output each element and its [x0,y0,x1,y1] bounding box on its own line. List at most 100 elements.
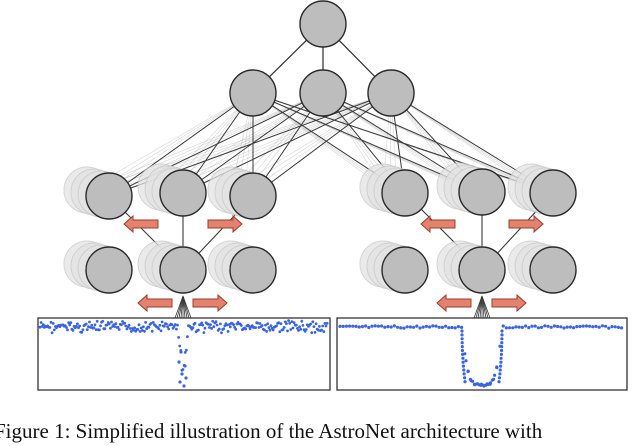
local-signal-point [524,324,528,328]
global-signal-point [322,330,326,333]
local-signal-point [552,324,557,328]
global-signal-point [267,326,271,329]
local-signal-point [517,325,521,329]
ghost-edge-5-0-2 [390,92,532,188]
local-signal-point [499,352,503,356]
global-signal-point [107,322,111,326]
global-signal-point [81,328,85,332]
global-signal-point [76,322,79,326]
local-signal-point [500,345,504,349]
global-signal-point [176,323,179,327]
global-signal-point [93,323,97,327]
local-signal-point [341,324,345,328]
global-signal-point [265,330,268,333]
local-signal-point [466,369,470,373]
global-signal-point [290,320,294,323]
ghost-edge-0-0-1 [86,92,324,191]
global-signal-point [209,323,212,327]
global-signal-point [52,328,56,332]
local-signal-point [399,326,403,330]
local-signal-point [461,352,465,356]
global-signal-point [260,324,264,327]
edge-input-fan-1-8 [481,295,491,319]
local-signal-point [511,326,515,330]
local-signal-point [402,326,406,330]
slide-right-arrow-icon [207,214,243,234]
local-signal-point [461,364,465,368]
output-neuron [299,0,347,48]
global-signal-point [180,372,184,376]
local-signal-point [424,324,428,328]
local-signal-point [373,324,377,328]
local-signal-point [575,325,579,329]
local-signal-point [559,325,563,329]
global-signal-point [165,322,168,326]
local-signal-point [456,325,460,329]
local-signal-point [434,324,438,328]
local-signal-point [514,325,518,329]
global-signal-point [133,326,137,330]
conv1-neuron-1 [159,246,207,294]
global-signal-point [144,321,148,324]
slide-left-arrow-icon [436,293,472,313]
local-signal-point [460,348,464,353]
conv1-neuron-2 [229,246,277,294]
global-signal-point [225,323,229,327]
global-signal-point [181,368,185,371]
global-signal-point [264,323,267,327]
local-signal-point [468,377,472,381]
global-signal-point [74,324,78,328]
global-signal-point [71,329,75,332]
global-signal-point [310,331,314,334]
local-signal-point [495,366,499,370]
slide-left-arrow-icon [420,214,456,234]
local-signal-point [504,326,508,330]
local-signal-point [396,325,400,329]
global-signal-point [170,323,174,326]
global-signal-point [167,327,171,331]
global-signal-point [127,323,131,327]
local-signal-point [389,325,393,329]
global-signal-point [266,322,270,326]
local-view-panel [336,317,628,391]
global-signal-point [208,326,211,329]
global-signal-point [147,325,151,329]
global-signal-point [263,328,266,332]
local-signal-point [527,326,531,330]
local-signal-point [415,324,419,328]
global-signal-point [217,327,221,331]
local-signal-point [444,324,448,328]
global-signal-point [232,323,236,327]
global-signal-point [51,322,55,325]
global-signal-point [214,320,218,324]
local-signal-point [597,325,601,329]
local-signal-point [610,325,614,329]
global-signal-point [177,336,181,339]
global-signal-point [65,326,68,329]
local-signal-point [540,325,544,329]
local-signal-point [497,380,501,384]
global-signal-point [312,325,316,328]
local-signal-point [460,341,464,345]
ghost-edge-0-0-2 [86,92,392,191]
global-signal-point [286,329,289,333]
global-signal-point [227,323,231,326]
global-signal-point [206,322,210,326]
global-signal-point [173,323,177,326]
global-signal-point [177,360,181,364]
global-signal-point [142,325,145,329]
local-signal-point [594,324,598,328]
edge-fc-conv2-0-0 [108,92,254,197]
global-signal-point [89,326,92,329]
conv2-neuron-4 [458,168,506,216]
global-signal-point [69,321,73,324]
global-signal-point [314,322,318,326]
global-signal-point [269,324,273,328]
global-signal-point [87,325,90,329]
global-signal-point [220,331,223,335]
global-signal-point [289,328,293,331]
local-signal-point [383,325,387,329]
local-signal-point [613,325,617,329]
local-signal-point [607,326,611,330]
global-signal-point [222,327,226,331]
